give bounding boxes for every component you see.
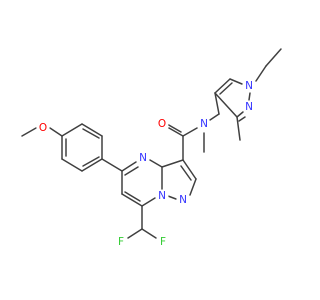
bond-phenyl-5 <box>81 123 103 137</box>
bond-chf2-f2 <box>141 228 157 239</box>
bond-epz-c5-n1 <box>229 78 243 85</box>
bond-pyr-c5-n4 <box>121 161 137 172</box>
bond-n-ch2 <box>209 113 220 121</box>
bond-pyr-c5-n4-inner <box>124 166 139 176</box>
pyrazole-n-ring-label: N <box>245 80 253 92</box>
atom-pyrazole-n1: N <box>176 193 190 207</box>
atom-amide-n: N <box>197 117 211 131</box>
fluorine-2-label: F <box>160 236 166 248</box>
bond-carbonyl-n <box>182 127 198 137</box>
bond-epz-n1-n2 <box>248 92 251 101</box>
bond-epz-c4-c5 <box>214 78 231 94</box>
bond-chf2-f1 <box>127 228 143 239</box>
bond-phenyl-pyrimidine <box>101 158 123 172</box>
atom-labels: O O N N N N N N <box>36 79 256 249</box>
atom-carbonyl-o: O <box>155 117 169 131</box>
bond-pz-c2-n1 <box>189 178 197 196</box>
bond-pz-c3-c2-inner <box>180 165 192 181</box>
bond-epz-c4-c5-inner <box>219 82 233 95</box>
bond-phenyl-2 <box>61 158 83 172</box>
bond-methyl-o <box>21 127 37 137</box>
bond-ethyl <box>265 48 282 67</box>
bond-pz-c3-c2 <box>182 159 197 180</box>
atom-fluorine-2: F <box>156 235 170 249</box>
bond-pyr-c7-c6 <box>121 193 143 207</box>
atom-bridge-n: N <box>155 189 169 203</box>
bond-phenyl-5-inner <box>82 128 100 139</box>
bond-o-phenyl <box>49 127 63 137</box>
bond-epz-n2-c3-inner <box>238 116 246 122</box>
molecule-structure: O O N N N N N N <box>21 48 282 249</box>
bond-pyr-c7-c6-inner <box>124 191 141 202</box>
bond-carbonyl-o <box>168 127 184 137</box>
bond-ch2-pyrazole <box>214 92 220 115</box>
bond-epz-n2-c3 <box>236 111 244 118</box>
methoxy-o-label: O <box>39 122 47 134</box>
bridge-n-label: N <box>158 190 166 202</box>
atom-pyrazole-n2: N <box>242 100 256 114</box>
bonds <box>21 48 282 239</box>
bond-epz-n1-ethyl <box>255 65 267 82</box>
atom-methoxy-o: O <box>36 121 50 135</box>
molecule-canvas: O O N N N N N N <box>21 48 282 249</box>
bond-phenyl-3 <box>81 158 103 172</box>
bond-phenyl-6 <box>61 123 83 137</box>
atom-fluorine-1: F <box>114 235 128 249</box>
fluorine-1-label: F <box>118 236 124 248</box>
atom-pyrimidine-n4: N <box>136 151 150 165</box>
bond-epz-c3-c4 <box>214 92 238 118</box>
amide-n-label: N <box>200 118 208 130</box>
bond-pz-c3a-c3 <box>161 159 184 168</box>
bond-pz-n1-n <box>167 195 177 200</box>
bond-pyr-n-c7 <box>141 197 156 207</box>
bond-carbonyl-o-double <box>166 123 182 133</box>
bond-epz-c3-methyl <box>236 116 241 141</box>
pyrazole-n1-label: N <box>179 194 187 206</box>
pyrimidine-n4-label: N <box>139 152 147 164</box>
bond-pyr-n4-c3a <box>149 159 163 168</box>
bond-phenyl-3-inner <box>82 156 100 167</box>
carbonyl-o-label: O <box>158 118 166 130</box>
pyrazole-n2-label: N <box>245 101 253 113</box>
atom-pyrazole-n-ring: N <box>242 79 256 93</box>
